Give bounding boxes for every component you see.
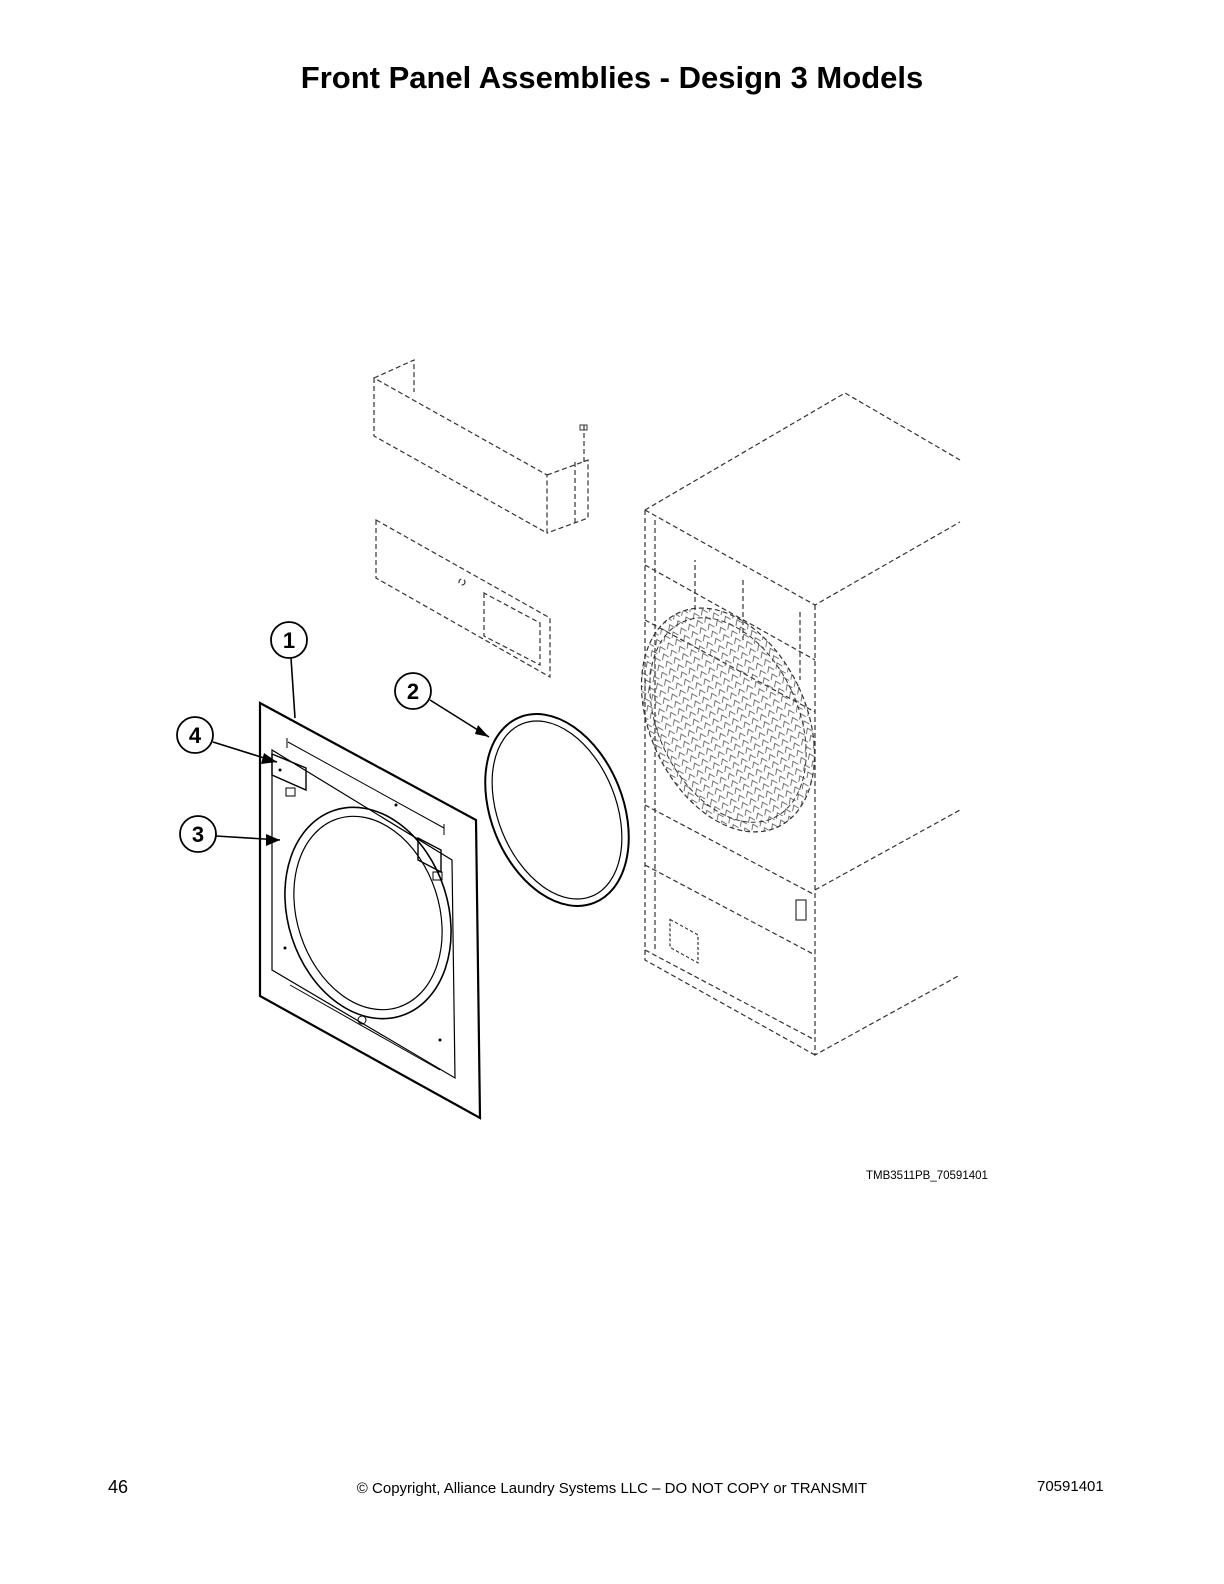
- callout-4-label: 4: [189, 723, 202, 748]
- copyright-notice: © Copyright, Alliance Laundry Systems LL…: [356, 1480, 868, 1497]
- callout-4: 4: [176, 716, 278, 764]
- document-number: 70591401: [1037, 1478, 1104, 1495]
- top-cover-dashed: [373, 359, 589, 535]
- drawing-code: TMB3511PB_70591401: [866, 1170, 988, 1182]
- screw-icon: [579, 424, 588, 431]
- control-panel-label-plate: [271, 752, 307, 792]
- callout-2-label: 2: [407, 679, 419, 704]
- callout-3-label: 3: [192, 822, 204, 847]
- callout-2: 2: [394, 672, 490, 738]
- callout-3: 3: [179, 815, 281, 853]
- callout-1: 1: [270, 621, 308, 719]
- page-title: Front Panel Assemblies - Design 3 Models: [300, 60, 924, 95]
- control-panel-dashed: [375, 518, 551, 679]
- front-panel-assembly: [258, 701, 482, 1120]
- door-gasket: [484, 713, 630, 907]
- page-number: 46: [108, 1477, 129, 1497]
- door-latch-icon: [795, 899, 807, 921]
- callout-1-label: 1: [283, 628, 295, 653]
- dryer-drum-dashed: [640, 607, 816, 833]
